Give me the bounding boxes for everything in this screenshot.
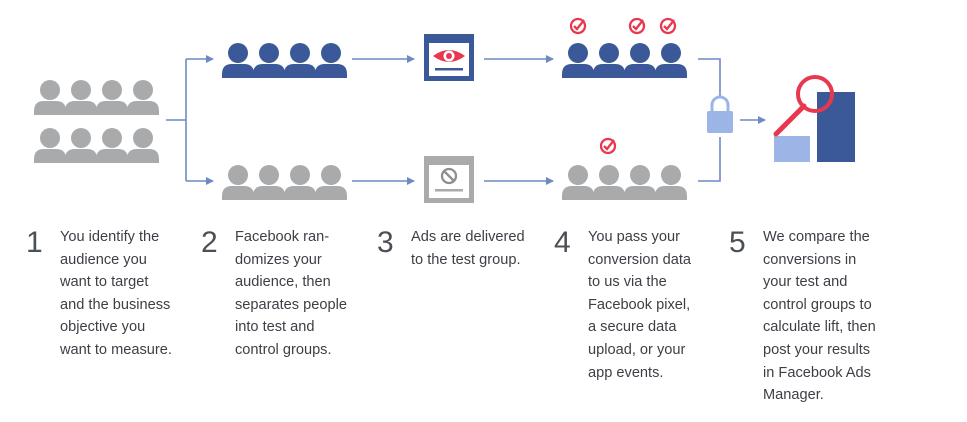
person-body — [96, 149, 128, 163]
person-body — [624, 186, 656, 200]
person-body — [562, 186, 594, 200]
eye-ad-icon — [424, 34, 474, 81]
person-body — [284, 186, 316, 200]
step-number: 2 — [201, 226, 218, 259]
split-connector — [166, 55, 214, 185]
person-body — [315, 186, 347, 200]
person-body — [34, 149, 66, 163]
person-head — [321, 165, 341, 185]
checkmark-icon — [599, 137, 617, 155]
merge-connector — [698, 58, 766, 182]
person-head — [40, 80, 60, 100]
person-body — [65, 149, 97, 163]
person-head — [102, 80, 122, 100]
person-body — [562, 64, 594, 78]
person-body — [96, 101, 128, 115]
step-description: You pass your conversion data to us via … — [588, 229, 692, 381]
person-body — [127, 149, 159, 163]
test-group-people-icon — [222, 43, 347, 78]
person-head — [630, 165, 650, 185]
person-body — [222, 186, 254, 200]
person-head — [568, 43, 588, 63]
step-description: Facebook ran- domizes your audience, the… — [235, 229, 347, 358]
person-head — [630, 43, 650, 63]
step-number: 5 — [729, 226, 746, 259]
step-description: You identify the audience you want to ta… — [60, 229, 172, 358]
person-body — [655, 64, 687, 78]
person-body — [315, 64, 347, 78]
full-audience-people-icon — [34, 80, 159, 163]
person-body — [127, 101, 159, 115]
lift-test-diagram — [34, 17, 855, 203]
checkmark-icon — [569, 17, 677, 35]
person-head — [568, 165, 588, 185]
lock-icon — [707, 95, 733, 133]
person-head — [599, 165, 619, 185]
person-head — [321, 43, 341, 63]
person-body — [284, 64, 316, 78]
person-head — [599, 43, 619, 63]
person-head — [71, 80, 91, 100]
converted-test-group-people-icon — [562, 43, 687, 78]
person-head — [133, 128, 153, 148]
step-number: 1 — [26, 226, 43, 259]
person-head — [290, 165, 310, 185]
person-head — [102, 128, 122, 148]
step-number: 4 — [554, 226, 571, 259]
person-head — [259, 43, 279, 63]
person-head — [133, 80, 153, 100]
person-body — [222, 64, 254, 78]
blocked-ad-icon — [424, 156, 474, 203]
person-body — [34, 101, 66, 115]
person-body — [655, 186, 687, 200]
magnifier-chart-icon — [773, 75, 855, 162]
step-description: We compare the conversions in your test … — [763, 229, 876, 404]
person-body — [65, 101, 97, 115]
control-group-people-icon — [222, 165, 347, 200]
person-head — [228, 43, 248, 63]
step-number: 3 — [377, 226, 394, 259]
person-body — [624, 64, 656, 78]
step-description: Ads are delivered to the test group. — [411, 229, 525, 268]
person-head — [228, 165, 248, 185]
person-body — [593, 186, 625, 200]
person-body — [253, 64, 285, 78]
person-head — [290, 43, 310, 63]
person-head — [661, 165, 681, 185]
person-head — [259, 165, 279, 185]
converted-control-group-people-icon — [562, 165, 687, 200]
person-head — [71, 128, 91, 148]
person-body — [253, 186, 285, 200]
person-head — [40, 128, 60, 148]
person-body — [593, 64, 625, 78]
person-head — [661, 43, 681, 63]
